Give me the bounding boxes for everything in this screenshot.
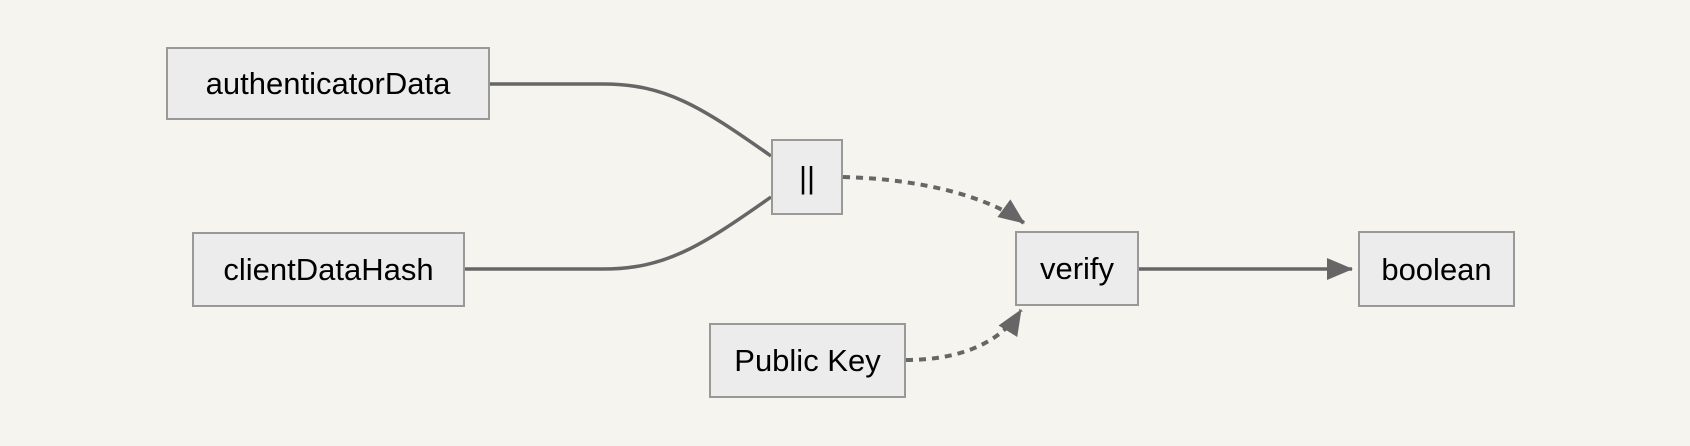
- node-concatenation: ||: [771, 139, 843, 215]
- node-client-data-hash-label: clientDataHash: [223, 252, 434, 287]
- node-client-data-hash: clientDataHash: [192, 232, 465, 307]
- node-public-key: Public Key: [709, 323, 906, 398]
- edge-authenticatordata-to-concat: [490, 82, 773, 158]
- node-verify: verify: [1015, 231, 1139, 306]
- node-boolean: boolean: [1358, 231, 1515, 307]
- node-public-key-label: Public Key: [734, 343, 881, 378]
- node-boolean-label: boolean: [1381, 251, 1492, 287]
- node-authenticator-data-label: authenticatorData: [205, 66, 451, 101]
- edge-publickey-to-verify: [905, 308, 1023, 362]
- node-authenticator-data: authenticatorData: [166, 47, 490, 120]
- edge-concat-to-verify: [842, 175, 1026, 225]
- edge-clientdatahash-to-concat: [463, 195, 773, 271]
- node-concatenation-label: ||: [798, 159, 816, 195]
- node-verify-label: verify: [1039, 251, 1115, 286]
